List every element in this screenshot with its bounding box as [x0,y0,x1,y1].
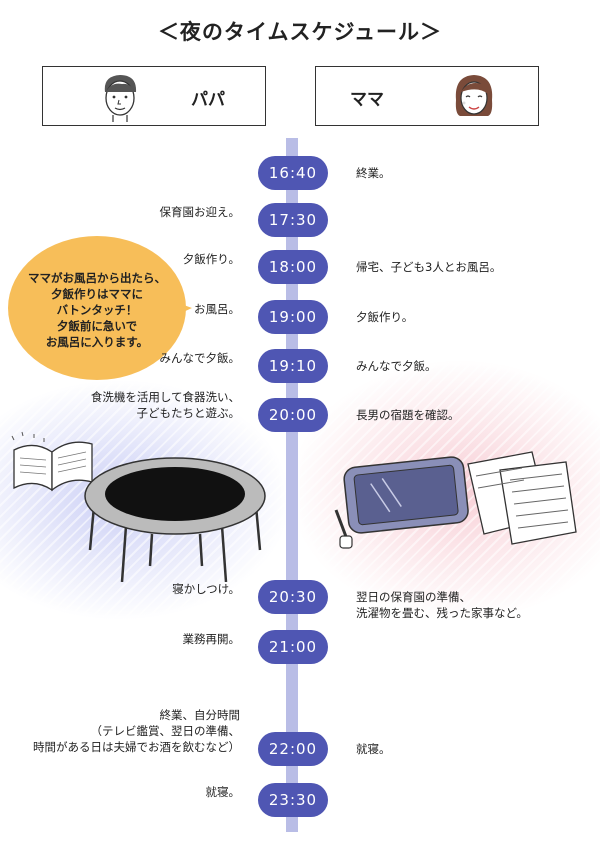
papa-text-line: 子どもたちと遊ぶ。 [136,406,241,420]
mama-header: ママ [315,66,539,126]
papa-text-line: 食洗機を活用して食器洗い、 [90,390,240,404]
mama-label: ママ [350,90,384,110]
time-pill: 19:10 [258,349,328,383]
papa-text-line: お風呂。 [194,302,240,316]
mama-schedule-text: 翌日の保育園の準備、洗濯物を畳む、残った家事など。 [356,589,528,621]
papa-text-line: 夕飯作り。 [182,252,240,266]
papa-text-line: 寝かしつけ。 [172,582,240,596]
time-pill: 17:30 [258,203,328,237]
mama-schedule-text: 長男の宿題を確認。 [356,407,460,423]
mama-schedule-text: 夕飯作り。 [356,309,413,325]
time-pill: 21:00 [258,630,328,664]
speech-bubble [8,236,186,380]
mama-text-line: 長男の宿題を確認。 [356,408,460,422]
papa-schedule-text: 就寝。 [206,784,241,800]
man-face-icon [104,75,137,122]
speech-bubble-text: ママがお風呂から出たら、 夕飯作りはママに バトンタッチ！ 夕飯前に急いで お風… [8,270,186,350]
time-pill: 20:30 [258,580,328,614]
time-pill: 16:40 [258,156,328,190]
papa-text-line: みんなで夕飯。 [159,351,241,365]
mama-text-line: 終業。 [356,166,391,180]
papa-text-line: 終業、自分時間 [159,708,241,722]
papa-schedule-text: 寝かしつけ。 [172,581,240,597]
time-pill: 18:00 [258,250,328,284]
mama-text-line: 就寝。 [356,742,391,756]
bubble-line: バトンタッチ！ [56,303,138,317]
page-title: ＜夜のタイムスケジュール＞ [157,20,443,44]
papa-text-line: 時間がある日は夫婦でお酒を飲むなど） [33,740,240,754]
time-pill: 23:30 [258,783,328,817]
mama-schedule-text: 終業。 [356,165,391,181]
tablet-illustration [334,456,469,549]
bubble-line: お風呂に入ります。 [45,335,149,349]
bubble-line: ママがお風呂から出たら、 [28,271,166,285]
papa-schedule-text: お風呂。 [194,301,240,317]
papa-text-line: （テレビ鑑賞、翌日の準備、 [90,724,241,738]
papa-schedule-text: 保育園お迎え。 [160,204,241,220]
time-pill: 22:00 [258,732,328,766]
papa-schedule-text: みんなで夕飯。 [160,350,241,366]
papa-schedule-text: 終業、自分時間 （テレビ鑑賞、翌日の準備、時間がある日は夫婦でお酒を飲むなど） [33,707,240,755]
mama-text-line: 翌日の保育園の準備、 [356,590,471,604]
bubble-line: 夕飯前に急いで [56,319,138,333]
papa-text-line: 保育園お迎え。 [159,205,241,219]
time-pill: 19:00 [258,300,328,334]
papa-schedule-text: 夕飯作り。 [183,251,240,267]
mama-text-line: 夕飯作り。 [356,310,414,324]
woman-face-icon [455,75,493,116]
papa-schedule-text: 業務再開。 [183,631,241,647]
papa-schedule-text: 食洗機を活用して食器洗い、子どもたちと遊ぶ。 [91,389,240,421]
mama-text-line: 帰宅、子ども3人とお風呂。 [356,260,502,274]
worksheet-papers-illustration [467,451,577,545]
speech-bubble-tail [170,300,192,318]
mama-text-line: みんなで夕飯。 [356,359,437,373]
mama-schedule-text: 帰宅、子ども3人とお風呂。 [356,259,501,275]
trampoline-illustration [84,457,266,582]
mama-schedule-text: みんなで夕飯。 [356,358,437,374]
papa-header: パパ [42,66,266,126]
bubble-line: 夕飯作りはママに [51,287,143,301]
papa-text-line: 就寝。 [205,785,241,799]
mama-schedule-text: 就寝。 [356,741,391,757]
papa-label: パパ [191,90,225,110]
mama-text-line: 洗濯物を畳む、残った家事など。 [356,606,528,620]
time-pill: 20:00 [258,398,328,432]
papa-text-line: 業務再開。 [182,632,241,646]
timeline-axis [286,138,298,832]
